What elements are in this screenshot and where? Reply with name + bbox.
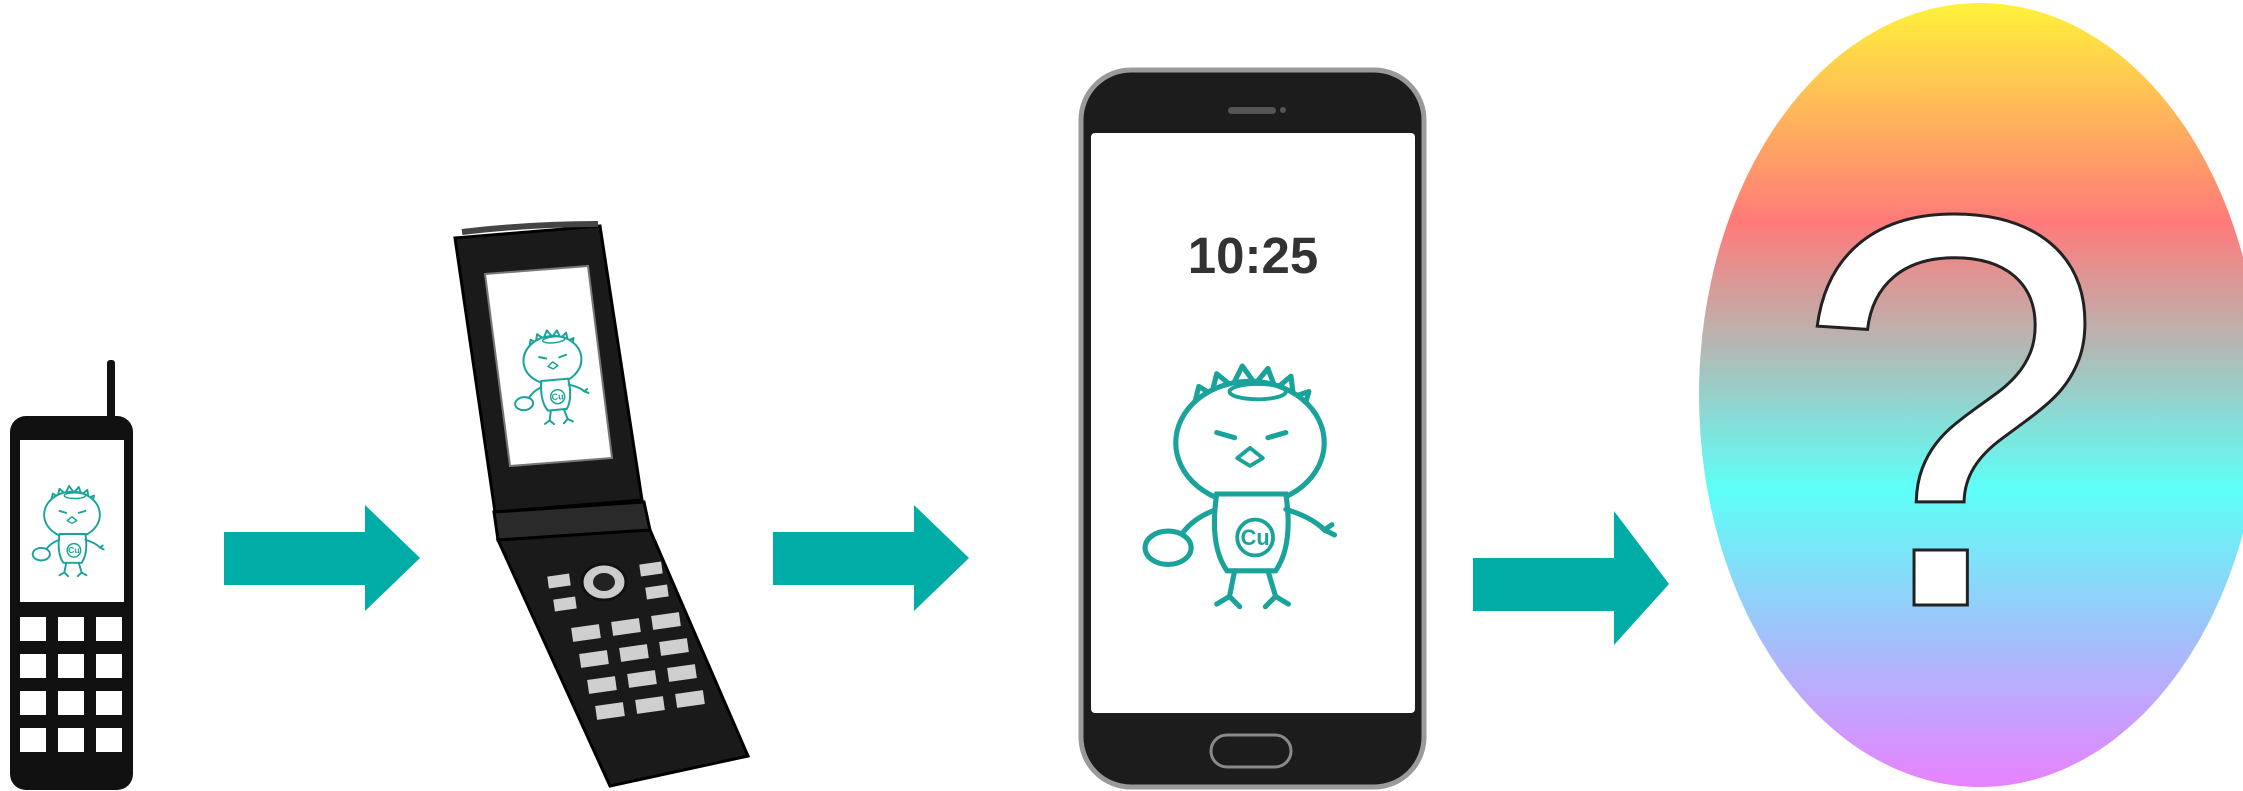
mascot-badge: Cu xyxy=(68,545,80,555)
flip-phone: Cu xyxy=(455,224,748,786)
arrow-right-icon xyxy=(224,505,420,611)
smartphone: 10:25 Cu xyxy=(1081,70,1424,787)
arrow-right-icon xyxy=(773,505,969,611)
mascot-badge: Cu xyxy=(1241,525,1270,550)
mascot-badge: Cu xyxy=(551,391,564,402)
question-mark-icon: ? xyxy=(1794,98,2105,724)
arrow-right-icon xyxy=(1473,511,1669,645)
speaker-grille xyxy=(1228,107,1276,114)
home-button xyxy=(1211,735,1291,767)
clock-time: 10:25 xyxy=(1188,227,1318,284)
early-cellphone: Cu xyxy=(10,360,133,790)
future-unknown: ? xyxy=(1699,3,2243,787)
